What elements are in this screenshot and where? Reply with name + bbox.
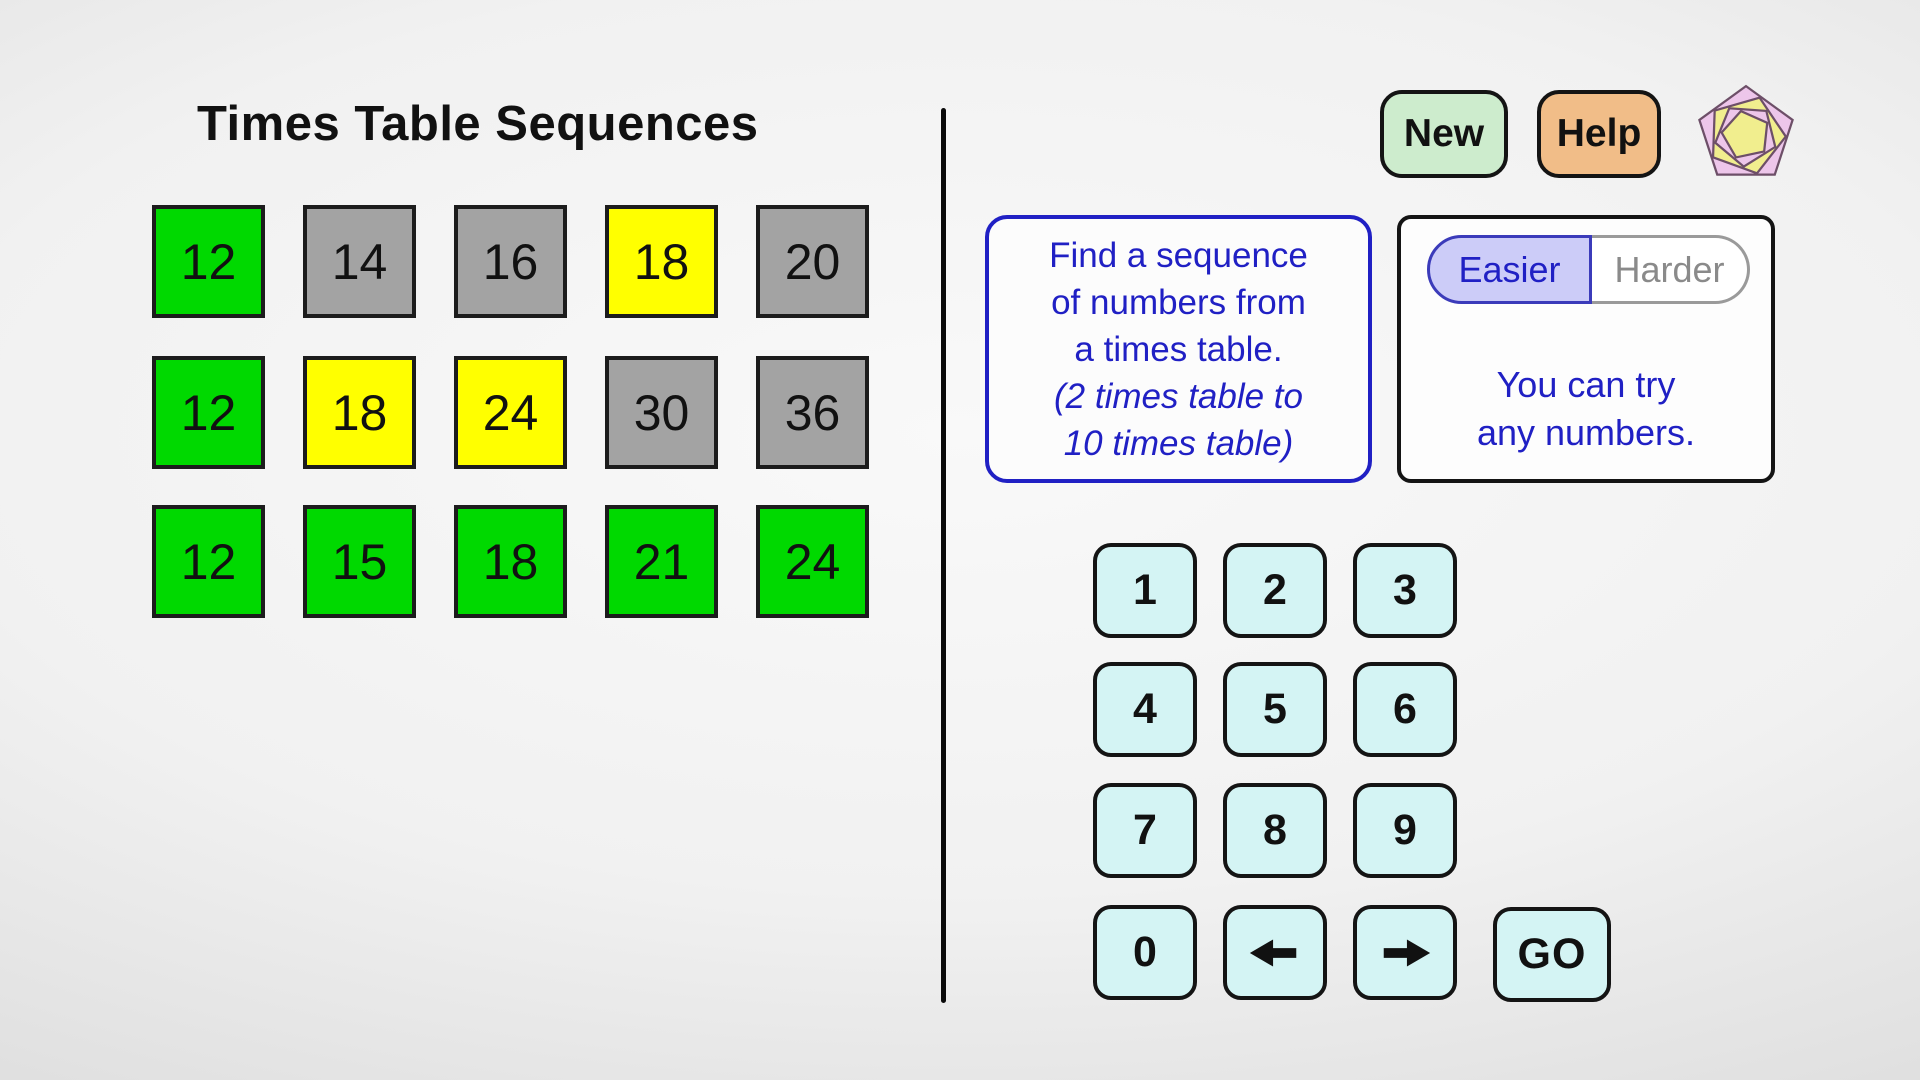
instruction-line: of numbers from (1051, 282, 1306, 322)
tile-value: 24 (482, 384, 539, 441)
keypad-7[interactable]: 7 (1093, 783, 1197, 878)
sequence-tile[interactable]: 12 (152, 205, 265, 318)
keypad-3[interactable]: 3 (1353, 543, 1457, 638)
sequence-tile[interactable]: 21 (605, 505, 718, 618)
sequence-tile[interactable]: 12 (152, 505, 265, 618)
tile-value: 30 (633, 384, 690, 441)
go-button[interactable]: GO (1493, 907, 1611, 1002)
help-button[interactable]: Help (1537, 90, 1661, 178)
sequence-tile[interactable]: 12 (152, 356, 265, 469)
harder-button[interactable]: Harder (1592, 235, 1750, 304)
tile-value: 12 (180, 233, 237, 290)
keypad-1[interactable]: 1 (1093, 543, 1197, 638)
divider-line (941, 108, 946, 1003)
difficulty-panel: Easier Harder You can try any numbers. (1397, 215, 1775, 483)
keypad-4[interactable]: 4 (1093, 662, 1197, 757)
right-arrow-button[interactable] (1353, 905, 1457, 1000)
sequence-tile[interactable]: 20 (756, 205, 869, 318)
new-button[interactable]: New (1380, 90, 1508, 178)
sequence-tile[interactable]: 24 (756, 505, 869, 618)
easier-button[interactable]: Easier (1427, 235, 1592, 304)
keypad-5[interactable]: 5 (1223, 662, 1327, 757)
sequence-tile[interactable]: 16 (454, 205, 567, 318)
right-arrow-icon (1376, 935, 1434, 971)
keypad-6[interactable]: 6 (1353, 662, 1457, 757)
keypad-9[interactable]: 9 (1353, 783, 1457, 878)
tile-value: 16 (482, 233, 539, 290)
instruction-box: Find a sequence of numbers from a times … (985, 215, 1372, 483)
sequence-tile[interactable]: 18 (303, 356, 416, 469)
tile-value: 18 (331, 384, 388, 441)
instruction-line: 10 times table) (1063, 423, 1294, 463)
sequence-tile[interactable]: 15 (303, 505, 416, 618)
instruction-line: (2 times table to (1054, 376, 1303, 416)
tile-value: 36 (784, 384, 841, 441)
sequence-tile[interactable]: 36 (756, 356, 869, 469)
tile-value: 21 (633, 533, 690, 590)
keypad-2[interactable]: 2 (1223, 543, 1327, 638)
page-title: Times Table Sequences (197, 97, 759, 151)
tile-value: 24 (784, 533, 841, 590)
tile-value: 12 (180, 533, 237, 590)
hint-line: any numbers. (1476, 412, 1696, 453)
tile-value: 12 (180, 384, 237, 441)
transum-pentagon-logo-icon[interactable] (1695, 80, 1797, 182)
keypad-0[interactable]: 0 (1093, 905, 1197, 1000)
hint-line: You can try (1496, 364, 1676, 405)
left-arrow-icon (1246, 935, 1304, 971)
tile-value: 14 (331, 233, 388, 290)
sequence-tile[interactable]: 18 (454, 505, 567, 618)
tile-value: 20 (784, 233, 841, 290)
sequence-tile[interactable]: 30 (605, 356, 718, 469)
difficulty-toggle: Easier Harder (1427, 235, 1750, 304)
instruction-line: Find a sequence (1049, 235, 1308, 275)
left-arrow-button[interactable] (1223, 905, 1327, 1000)
sequence-tile[interactable]: 18 (605, 205, 718, 318)
tile-value: 18 (633, 233, 690, 290)
keypad-8[interactable]: 8 (1223, 783, 1327, 878)
difficulty-hint: You can try any numbers. (1401, 361, 1771, 457)
sequence-tile[interactable]: 14 (303, 205, 416, 318)
tile-value: 18 (482, 533, 539, 590)
tile-value: 15 (331, 533, 388, 590)
sequence-tile[interactable]: 24 (454, 356, 567, 469)
instruction-line: a times table. (1074, 329, 1283, 369)
